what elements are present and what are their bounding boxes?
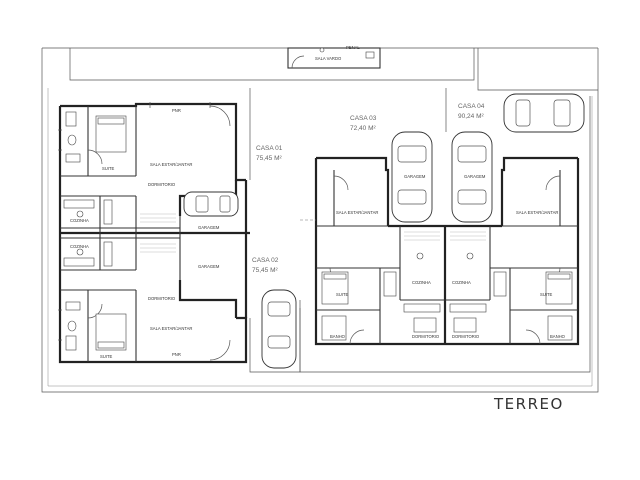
label-dormitorio-02: DORMITORIO xyxy=(148,296,176,301)
house-name-casa-01: CASA 01 xyxy=(256,145,283,152)
house-name-casa-03: CASA 03 xyxy=(350,115,377,122)
label-sala-02: SALA ESTAR/JANTAR xyxy=(150,326,192,331)
house-name-casa-02: CASA 02 xyxy=(252,257,279,264)
label-suite-02: SUITE xyxy=(100,354,113,359)
left-driveway xyxy=(249,88,301,373)
house-area-casa-03: 72,40 M² xyxy=(350,125,376,132)
label-suite-04: SUITE xyxy=(540,292,553,297)
car-casa-04 xyxy=(451,131,493,223)
top-label-penal: PENAL xyxy=(346,45,360,50)
drawing-title: TERREO xyxy=(493,395,564,413)
label-cozinha-01: COZINHA xyxy=(70,218,89,223)
label-dormitorio-03: DORMITORIO xyxy=(412,334,440,339)
car-casa-03 xyxy=(391,131,433,223)
label-suite-03: SUITE xyxy=(336,292,349,297)
label-sala-03: SALA ESTAR/JANTAR xyxy=(336,210,378,215)
house-area-casa-02: 75,45 M² xyxy=(252,267,278,274)
car-casa-02 xyxy=(261,289,297,369)
label-sala-01: SALA ESTAR/JANTAR xyxy=(150,162,192,167)
label-dormitorio-04: DORMITORIO xyxy=(452,334,480,339)
house-area-casa-04: 90,24 M² xyxy=(458,113,484,120)
car-parked-top-right xyxy=(503,93,585,133)
label-banho-03: BANHO xyxy=(330,334,346,339)
label-suite-01: SUITE xyxy=(102,166,115,171)
label-pnr-02: PNR xyxy=(172,352,181,357)
label-garagem-03: GARAGEM xyxy=(404,174,426,179)
label-dormitorio-01: DORMITORIO xyxy=(148,182,176,187)
house-name-casa-04: CASA 04 xyxy=(458,103,485,110)
label-garagem-02: GARAGEM xyxy=(198,264,220,269)
label-banho-04: BANHO xyxy=(550,334,566,339)
label-cozinha-04: COZINHA xyxy=(452,280,471,285)
label-garagem-04: GARAGEM xyxy=(464,174,486,179)
top-utility-area: SALA VARDO PENAL xyxy=(287,45,381,69)
house-area-casa-01: 75,45 M² xyxy=(256,155,282,162)
label-sala-04: SALA ESTAR/JANTAR xyxy=(516,210,558,215)
right-houses-block: SALA ESTAR/JANTAR SALA ESTAR/JANTAR GARA… xyxy=(314,103,580,346)
label-cozinha-03: COZINHA xyxy=(412,280,431,285)
top-label-sala: SALA VARDO xyxy=(315,56,342,61)
left-houses-block: SALA ESTAR/JANTAR SALA ESTAR/JANTAR GARA… xyxy=(58,102,283,364)
label-garagem-01: GARAGEM xyxy=(198,225,220,230)
car-casa-01 xyxy=(183,191,239,217)
label-pnr-01: PNR xyxy=(172,108,181,113)
right-driveway xyxy=(299,88,591,373)
label-cozinha-02: COZINHA xyxy=(70,244,89,249)
